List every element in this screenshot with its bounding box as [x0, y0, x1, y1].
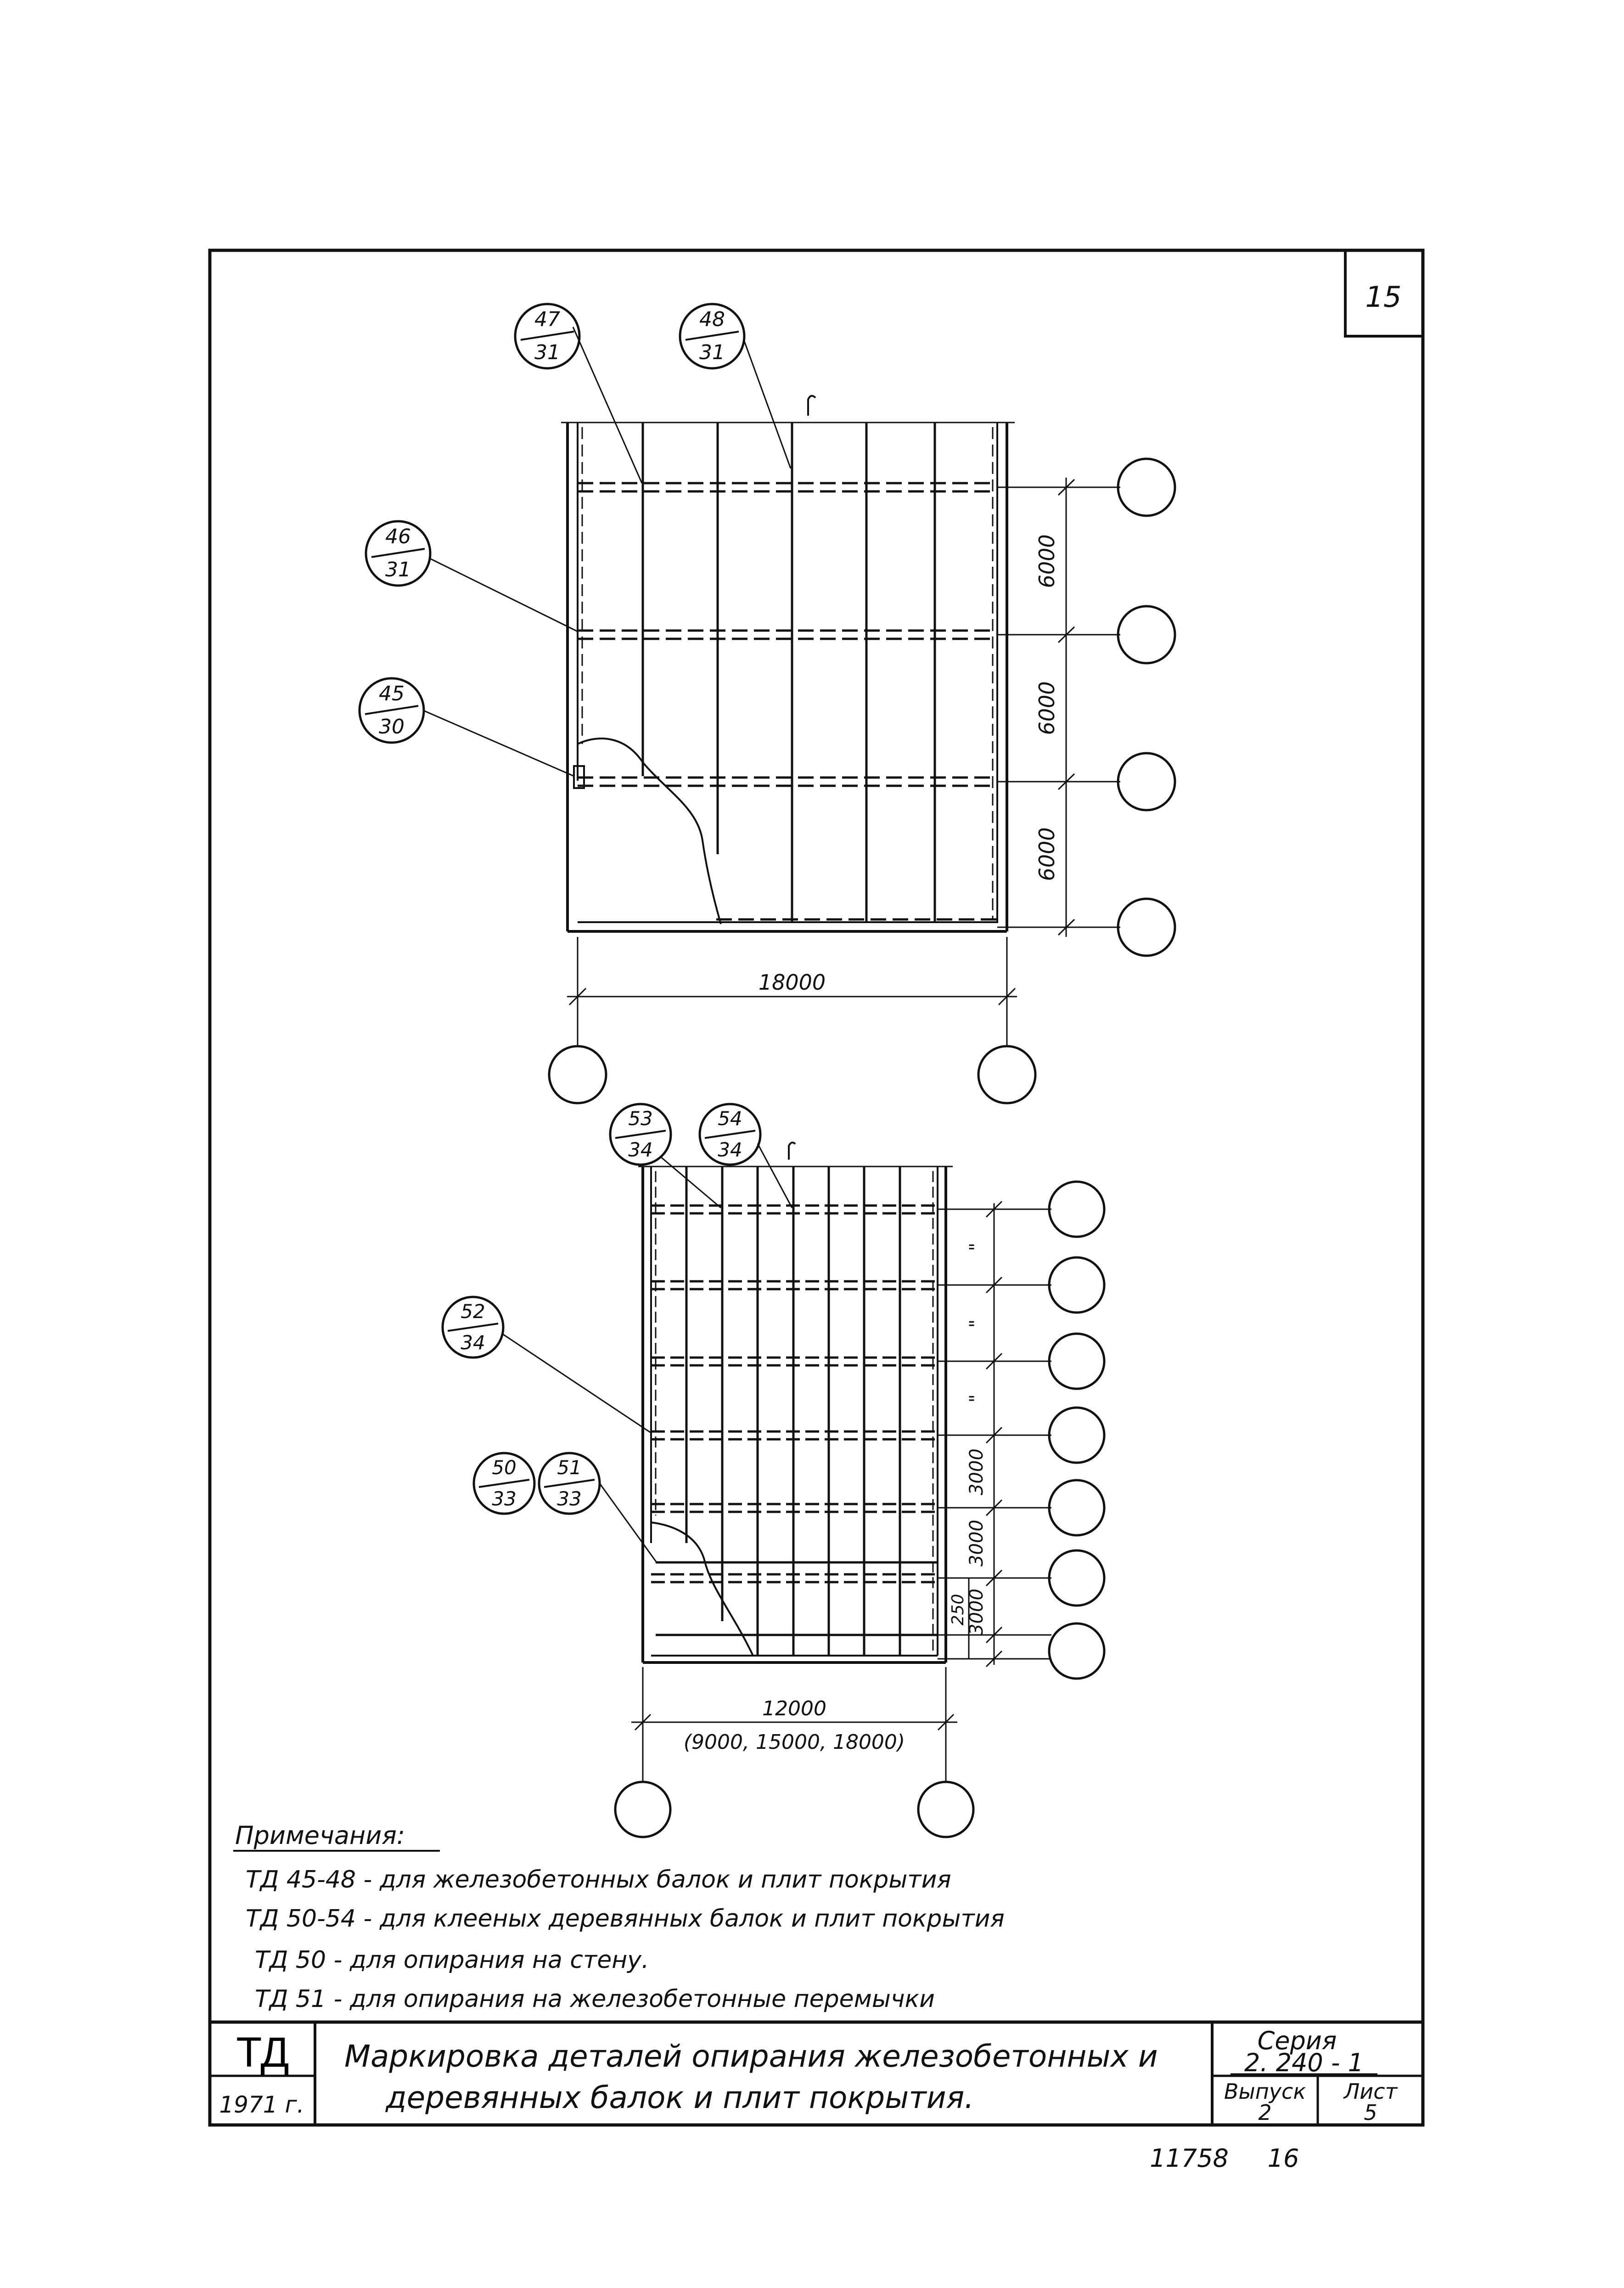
notes: Примечания: ТД 45-48 - для железобетонны… [233, 1821, 1005, 2013]
svg-text:31: 31 [534, 341, 560, 364]
svg-text:33: 33 [557, 1488, 581, 1510]
callout-47-31: 47 31 [514, 303, 643, 484]
note-3: ТД 50 - для опирания на стену. [255, 1946, 649, 1974]
svg-text:33: 33 [492, 1488, 516, 1510]
svg-text:31: 31 [699, 341, 725, 364]
callout-51-33: 51 33 [538, 1452, 657, 1563]
callout-50-33: 50 33 [472, 1452, 536, 1515]
svg-text:54: 54 [718, 1107, 742, 1130]
plan-top: 6000 6000 6000 18000 47 31 [358, 303, 1176, 1105]
axis-circle [1048, 1332, 1106, 1390]
title-line-2: деревянных балок и плит покрытия. [385, 2080, 974, 2115]
axis-circle [1048, 1479, 1106, 1537]
axis-circle [1117, 752, 1176, 812]
note-1: ТД 45-48 - для железобетонных балок и пл… [246, 1866, 951, 1894]
year: 1971 г. [219, 2091, 304, 2118]
callout-53-34: 53 34 [609, 1103, 721, 1209]
dim-bottom-1: " [966, 1243, 987, 1251]
dim-bottom-width: 12000 [762, 1697, 826, 1720]
svg-text:31: 31 [385, 558, 411, 581]
svg-text:34: 34 [628, 1138, 652, 1161]
dim-bottom-2: " [966, 1319, 987, 1328]
dim-bottom-4: 3000 [966, 1448, 987, 1495]
dim-bottom-width-alt: (9000, 15000, 18000) [684, 1730, 905, 1754]
axis-circle [1048, 1180, 1106, 1238]
svg-text:47: 47 [534, 308, 560, 331]
svg-text:46: 46 [385, 525, 411, 548]
axis-circle [1048, 1406, 1106, 1464]
dim-top-2: 6000 [1034, 681, 1059, 735]
note-2: ТД 50-54 - для клееных деревянных балок … [246, 1905, 1005, 1933]
axis-circle [614, 1781, 672, 1838]
dim-top-width: 18000 [759, 970, 826, 995]
svg-text:45: 45 [379, 682, 405, 705]
footer-code-2: 16 [1268, 2144, 1299, 2173]
dim-top-1: 6000 [1034, 534, 1059, 588]
dim-bottom-edge: 250 [949, 1594, 967, 1626]
svg-text:51: 51 [557, 1456, 581, 1479]
callout-45-30: 45 30 [358, 677, 574, 777]
svg-text:52: 52 [461, 1300, 485, 1323]
axis-circle [1117, 457, 1176, 517]
callout-46-31: 46 31 [365, 520, 578, 632]
dim-bottom-5: 3000 [966, 1520, 987, 1567]
dim-bottom-3: " [966, 1394, 987, 1403]
callout-48-31: 48 31 [679, 303, 792, 469]
axis-circle [1048, 1256, 1106, 1314]
logo-td: ТД [236, 2029, 289, 2076]
issue-value: 2 [1258, 2100, 1271, 2125]
axis-circle [977, 1045, 1037, 1105]
axis-circle [1048, 1622, 1106, 1680]
axis-circle [917, 1781, 975, 1838]
axis-circle [1117, 605, 1176, 665]
sheet-value: 5 [1364, 2100, 1377, 2125]
svg-text:34: 34 [461, 1331, 485, 1354]
corner-number-box: 15 [1344, 250, 1423, 338]
sheet-frame [208, 248, 1425, 2127]
axis-circle [1117, 897, 1176, 957]
issue-label: Выпуск [1224, 2079, 1306, 2104]
note-4: ТД 51 - для опирания на железобетонные п… [255, 1985, 935, 2013]
series-value: 2. 240 - 1 [1244, 2048, 1364, 2077]
svg-text:34: 34 [718, 1138, 742, 1161]
svg-text:50: 50 [492, 1456, 516, 1479]
notes-heading: Примечания: [235, 1821, 405, 1850]
plan-bottom: " " " 3000 3000 3000 250 12000 (9000, 15… [441, 1103, 1106, 1838]
svg-text:48: 48 [699, 308, 725, 331]
sheet-label: Лист [1343, 2079, 1398, 2104]
axis-circle [1048, 1549, 1106, 1607]
title-line-1: Маркировка деталей опирания железобетонн… [344, 2039, 1158, 2074]
dim-bottom-6: 3000 [966, 1589, 987, 1635]
footer-code-1: 11758 [1150, 2144, 1229, 2173]
callout-54-34: 54 34 [698, 1103, 793, 1208]
callout-52-34: 52 34 [441, 1296, 652, 1434]
svg-text:30: 30 [379, 715, 405, 738]
title-block: ТД 1971 г. Маркировка деталей опирания ж… [210, 2020, 1423, 2125]
dim-top-3: 6000 [1034, 827, 1059, 881]
sheet-corner-number: 15 [1366, 280, 1402, 314]
axis-circle [548, 1045, 607, 1105]
series-label: Серия [1258, 2026, 1337, 2055]
svg-text:53: 53 [628, 1107, 652, 1130]
